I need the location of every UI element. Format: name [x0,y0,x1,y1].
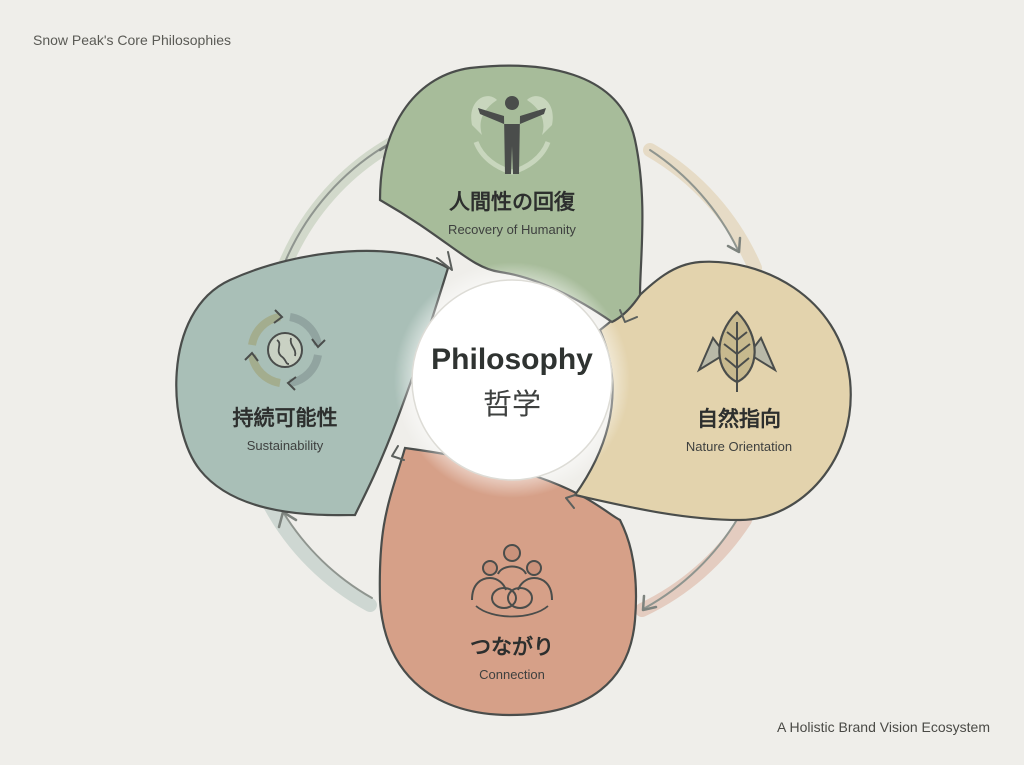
petal-label-sustainability: 持続可能性 Sustainability [233,402,338,453]
petal-title: つながり [470,635,554,659]
cycle-ring [263,135,762,617]
petal-subtitle: Connection [479,667,545,682]
diagram-caption: A Holistic Brand Vision Ecosystem [777,719,990,735]
petal-label-connection: つながり Connection [470,631,554,682]
center-title-jp: 哲学 [482,387,541,421]
petal-title: 自然指向 [696,407,781,431]
center-circle [411,279,613,481]
inner-arrows [391,251,638,509]
petal-subtitle: Recovery of Humanity [448,222,576,237]
petal-subtitle: Nature Orientation [685,439,793,454]
people-connection-icon [471,544,553,618]
petal-sustainability [175,249,450,517]
diagram-title: Snow Peak's Core Philosophies [33,32,232,48]
petal-subtitle: Sustainability [246,438,324,453]
petal-title: 持続可能性 [232,406,338,430]
petal-title: 人間性の回復 [448,190,575,214]
center-label: Philosophy 哲学 [431,343,593,423]
leaf-mountain-icon [696,310,778,392]
petal-nature [573,260,852,522]
person-icon [471,96,553,175]
petal-label-nature: 自然指向 Nature Orientation [686,403,792,454]
petal-connection [378,446,638,717]
petal-label-humanity: 人間性の回復 Recovery of Humanity [448,186,576,237]
center-title-en: Philosophy [431,343,593,376]
recycle-globe-icon [244,309,326,391]
